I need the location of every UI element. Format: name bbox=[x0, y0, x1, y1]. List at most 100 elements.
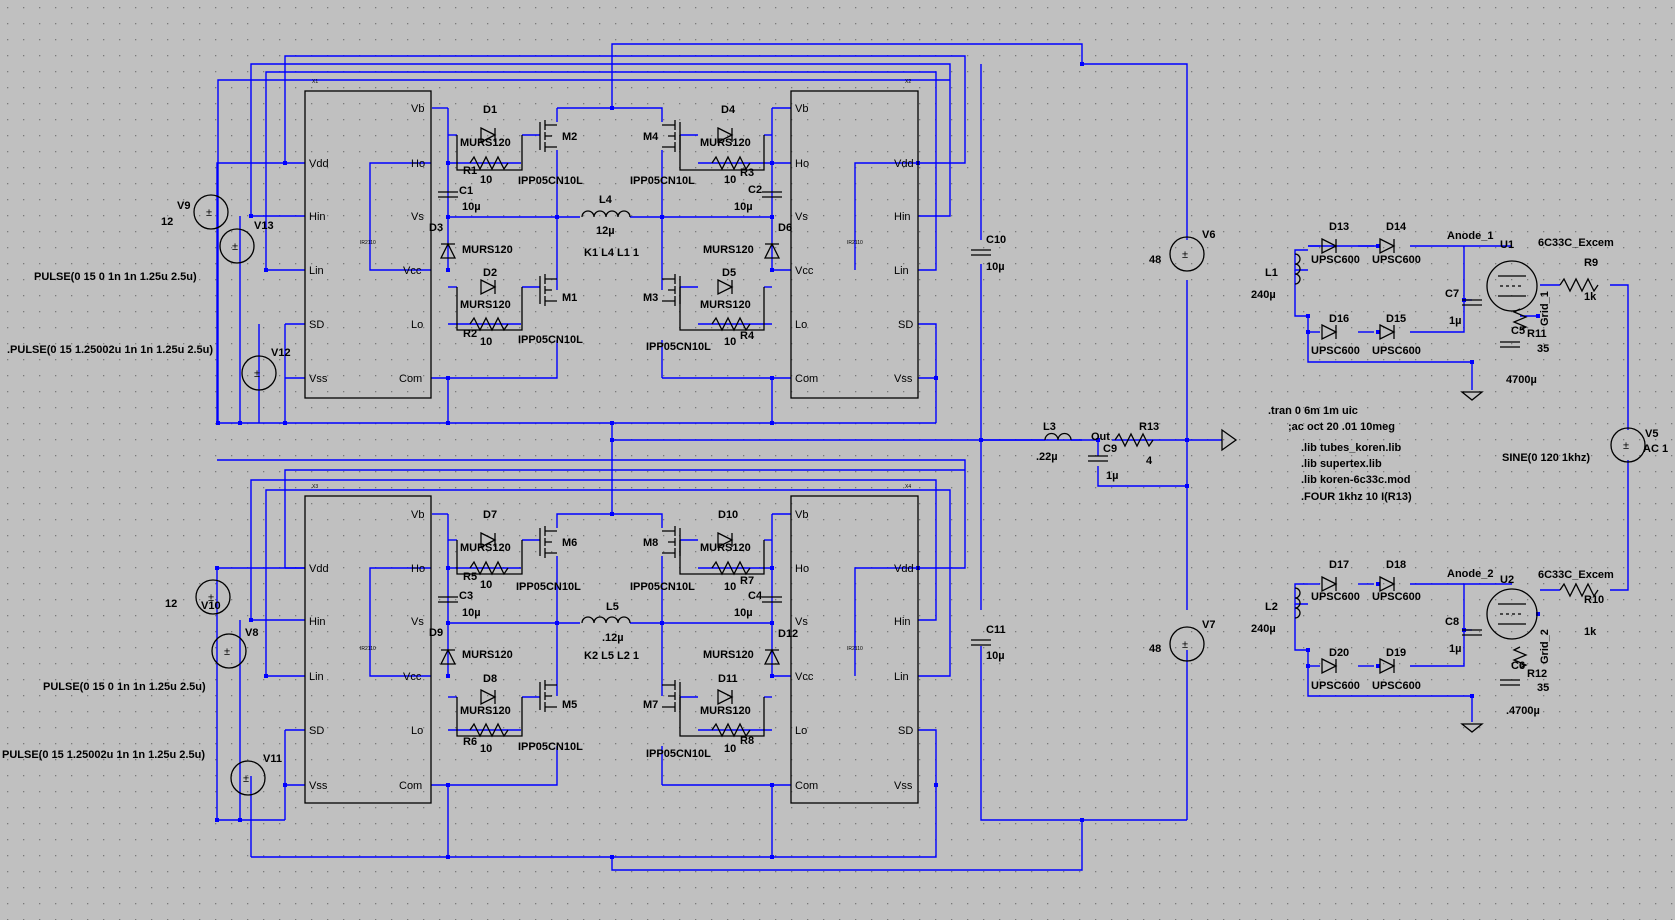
r6-value: 10 bbox=[480, 743, 492, 755]
r7-label: R7 bbox=[740, 575, 754, 587]
c7-symbol bbox=[1462, 299, 1482, 306]
m2-value: IPP05CN10L bbox=[518, 175, 583, 187]
r11-label: R11 bbox=[1527, 328, 1547, 340]
m5-label: M5 bbox=[562, 699, 577, 711]
c8-symbol bbox=[1462, 629, 1482, 636]
v12-source[interactable] bbox=[241, 355, 277, 391]
x4-tag: X4 bbox=[905, 484, 911, 490]
m3-symbol bbox=[662, 274, 681, 306]
x1-pin-lo: Lo bbox=[411, 319, 423, 331]
d2-label: D2 bbox=[483, 267, 497, 279]
d10-symbol bbox=[717, 531, 734, 549]
ic-x4-box[interactable] bbox=[790, 495, 919, 804]
d15-symbol bbox=[1379, 323, 1396, 341]
l3-symbol bbox=[1044, 432, 1072, 441]
output-port-arrow bbox=[1221, 428, 1238, 452]
d5-value: MURS120 bbox=[700, 299, 751, 311]
r3-symbol bbox=[711, 155, 751, 171]
x2-pin-lo: Lo bbox=[795, 319, 807, 331]
x2-part: IR2110 bbox=[847, 240, 863, 246]
d20-label: D20 bbox=[1329, 647, 1349, 659]
r9-symbol bbox=[1559, 277, 1599, 293]
x3-pin-vs: Vs bbox=[411, 616, 424, 628]
d17-symbol bbox=[1321, 575, 1338, 593]
r5-symbol bbox=[469, 560, 509, 576]
c4-label: C4 bbox=[748, 590, 763, 602]
v6-source[interactable] bbox=[1169, 236, 1205, 272]
component-labels: V9 12 V13 V12 PULSE(0 15 0 1n 1n 1.25u 2… bbox=[2, 104, 1668, 765]
m2-label: M2 bbox=[562, 131, 577, 143]
d7-label: D7 bbox=[483, 509, 497, 521]
m5-symbol bbox=[539, 680, 557, 712]
wires bbox=[216, 43, 1629, 871]
v10-source[interactable] bbox=[195, 579, 231, 615]
u1-tube[interactable] bbox=[1486, 260, 1538, 312]
m7-label: M7 bbox=[643, 699, 658, 711]
d3-label: D3 bbox=[429, 222, 443, 234]
directive-lib3[interactable]: .lib koren-6c33c.mod bbox=[1301, 474, 1410, 486]
x4-pin-sd: SD bbox=[898, 725, 913, 737]
svg-text:±: ± bbox=[232, 241, 238, 253]
m4-label: M4 bbox=[643, 131, 659, 143]
junctions bbox=[215, 62, 1540, 859]
c2-label: C2 bbox=[748, 184, 762, 196]
ic-x2-box[interactable] bbox=[790, 90, 919, 399]
v11-source[interactable] bbox=[230, 760, 266, 796]
k2-statement: K2 L5 L2 1 bbox=[584, 650, 639, 662]
x1-pin-com: Com bbox=[399, 373, 422, 385]
d13-symbol bbox=[1321, 237, 1338, 255]
d3-value: MURS120 bbox=[462, 244, 513, 256]
r10-symbol bbox=[1559, 582, 1599, 598]
v13-label: V13 bbox=[254, 220, 274, 232]
v8-source[interactable] bbox=[211, 633, 247, 669]
ic-x1-box[interactable] bbox=[304, 90, 432, 399]
directive-ac[interactable]: ;ac oct 20 .01 10meg bbox=[1288, 421, 1395, 433]
d12-value: MURS120 bbox=[703, 649, 754, 661]
r11-value: 35 bbox=[1537, 343, 1549, 355]
d19-symbol bbox=[1379, 657, 1396, 675]
anode2-net: Anode_2 bbox=[1447, 568, 1493, 580]
d17-label: D17 bbox=[1329, 559, 1349, 571]
x3-pin-com: Com bbox=[399, 780, 422, 792]
m1-value: IPP05CN10L bbox=[518, 334, 583, 346]
c10-label: C10 bbox=[986, 234, 1006, 246]
x2-pin-ho: Ho bbox=[795, 158, 809, 170]
d19-label: D19 bbox=[1386, 647, 1406, 659]
directive-lib2[interactable]: .lib supertex.lib bbox=[1301, 458, 1382, 470]
v5-source[interactable] bbox=[1610, 427, 1646, 463]
m7-value: IPP05CN10L bbox=[646, 748, 711, 760]
l1-value: 240µ bbox=[1251, 289, 1276, 301]
r11-symbol bbox=[1512, 308, 1528, 331]
c10-symbol bbox=[971, 249, 991, 256]
d6-symbol bbox=[763, 242, 781, 259]
grid1-net: Grid_1 bbox=[1539, 291, 1551, 326]
r10-value: 1k bbox=[1584, 626, 1597, 638]
v7-source[interactable] bbox=[1169, 626, 1205, 662]
d20-value: UPSC600 bbox=[1311, 680, 1360, 692]
x3-pin-vdd: Vdd bbox=[309, 563, 329, 575]
v9-source[interactable] bbox=[193, 194, 229, 230]
m4-symbol bbox=[662, 120, 681, 152]
v13-source[interactable] bbox=[219, 228, 255, 264]
directive-four[interactable]: .FOUR 1khz 10 I(R13) bbox=[1301, 491, 1412, 503]
r2-value: 10 bbox=[480, 336, 492, 348]
c8-label: C8 bbox=[1445, 616, 1459, 628]
directive-tran[interactable]: .tran 0 6m 1m uic bbox=[1268, 405, 1358, 417]
directive-lib1[interactable]: .lib tubes_koren.lib bbox=[1301, 442, 1402, 454]
c1-value: 10µ bbox=[462, 201, 481, 213]
u2-tube[interactable] bbox=[1486, 588, 1538, 640]
r3-label: R3 bbox=[740, 167, 754, 179]
l5-symbol bbox=[581, 616, 631, 624]
svg-text:±: ± bbox=[206, 207, 212, 219]
l2-symbol bbox=[1294, 587, 1301, 619]
x4-pin-lo: Lo bbox=[795, 725, 807, 737]
ground-1-symbol bbox=[1460, 391, 1484, 401]
ic-x3-box[interactable] bbox=[304, 495, 432, 804]
ground-2-symbol bbox=[1460, 723, 1484, 733]
x1-tag: X1 bbox=[312, 79, 318, 85]
c9-label: C9 bbox=[1103, 443, 1117, 455]
m8-value: IPP05CN10L bbox=[630, 581, 695, 593]
svg-text:±: ± bbox=[1623, 440, 1629, 452]
d16-label: D16 bbox=[1329, 313, 1349, 325]
